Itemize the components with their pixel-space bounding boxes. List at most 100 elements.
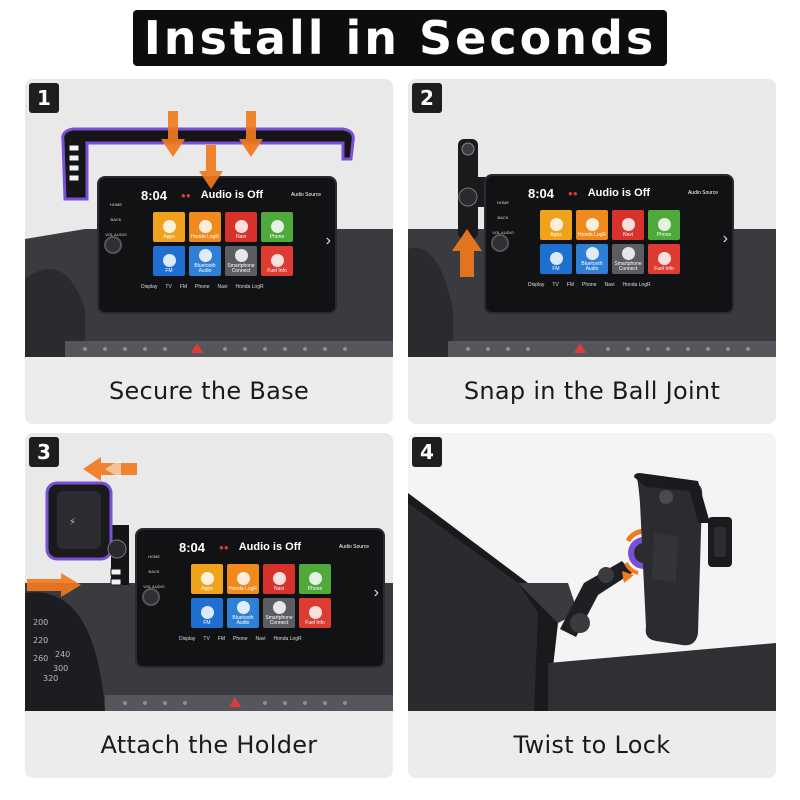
title-banner: Install in Seconds [133, 10, 667, 66]
back-label: BACK [148, 569, 160, 574]
app-tile: Apps [191, 564, 223, 594]
bluetooth-icon [236, 601, 250, 614]
app-tile: FM [191, 598, 223, 628]
fuel-icon [308, 606, 322, 619]
step-caption-band: Snap in the Ball Joint [408, 357, 776, 424]
audio-status: Audio is Off [200, 189, 264, 201]
app-tile: Apps [153, 212, 185, 242]
audio-source: Audio Source [687, 190, 718, 196]
audio-source: Audio Source [290, 192, 321, 198]
step-4-illustration [408, 433, 776, 711]
app-tile: Honda LogR [227, 564, 259, 594]
app-grid: Apps Honda LogR Navi Phone FM Bluetooth … [191, 564, 369, 628]
speedo-tick: 200 [33, 618, 48, 627]
step-number-badge: 1 [29, 83, 59, 113]
app-tile: Apps [540, 210, 572, 240]
wireless-charging-icon: ⚡ [69, 517, 76, 528]
speedo-tick: 220 [33, 636, 48, 645]
back-label: BACK [110, 217, 122, 222]
volume-knob [491, 234, 509, 252]
vol-label: VOL AUDIO [492, 230, 514, 235]
step-number-badge: 2 [412, 83, 442, 113]
up-arrow-icon [452, 229, 482, 277]
back-label: BACK [497, 215, 509, 220]
bluetooth-icon [585, 247, 599, 260]
infotainment-screen: HOME BACK VOL AUDIO 8:04 ●● Audio is Off… [97, 176, 337, 314]
step-number-badge: 4 [412, 437, 442, 467]
home-label: HOME [148, 554, 160, 559]
app-grid: Apps Honda LogR Navi Phone FM Bluetooth … [153, 212, 321, 276]
phone-icon [270, 220, 284, 233]
app-tile: Fuel Info [648, 244, 680, 274]
step-panel-3: 200 220 240 260 300 320 ⚡ [25, 433, 393, 778]
app-tile: Bluetooth Audio [576, 244, 608, 274]
app-tile: Fuel Info [261, 246, 293, 276]
honda-logr-icon [585, 218, 599, 231]
screen-side-buttons: HOME BACK VOL AUDIO [141, 540, 167, 656]
app-tile: Navi [263, 564, 295, 594]
step-1-illustration: HOME BACK VOL AUDIO 8:04 ●● Audio is Off… [25, 79, 393, 357]
fm-icon [200, 606, 214, 619]
apps-icon [200, 572, 214, 585]
step-3-illustration: 200 220 240 260 300 320 ⚡ [25, 433, 393, 711]
step-caption: Snap in the Ball Joint [463, 376, 721, 405]
bluetooth-icon [198, 249, 212, 262]
down-arrows-icon [161, 111, 263, 189]
app-tile: Fuel Info [299, 598, 331, 628]
infotainment-screen: HOME BACK VOL AUDIO 8:04 ●● Audio is Off… [484, 174, 734, 314]
step-2-illustration: HOME BACK VOL AUDIO 8:04 ●● Audio is Off… [408, 79, 776, 357]
app-tile: Phone [261, 212, 293, 242]
vol-label: VOL AUDIO [105, 232, 127, 237]
app-tile: Honda LogR [189, 212, 221, 242]
navi-icon [272, 572, 286, 585]
chevron-right-icon: › [722, 230, 728, 247]
app-tile: Navi [612, 210, 644, 240]
clock: 8:04 [179, 539, 206, 555]
audio-source: Audio Source [338, 544, 369, 550]
app-tile: Phone [648, 210, 680, 240]
fuel-icon [270, 254, 284, 267]
app-tile: Bluetooth Audio [227, 598, 259, 628]
home-label: HOME [110, 202, 122, 207]
smartphone-icon [621, 247, 635, 260]
honda-logr-icon [198, 220, 212, 233]
app-tile: Smartphone Connect [263, 598, 295, 628]
signal-icon: ●● [219, 542, 229, 552]
step-caption: Secure the Base [108, 376, 310, 405]
chevron-right-icon: › [373, 584, 379, 601]
fuel-icon [657, 252, 671, 265]
smartphone-icon [234, 249, 248, 262]
step-panel-2: HOME BACK VOL AUDIO 8:04 ●● Audio is Off… [408, 79, 776, 424]
speedo-tick: 320 [43, 674, 58, 683]
clock: 8:04 [528, 185, 555, 201]
fm-icon [549, 252, 563, 265]
speedo-tick: 240 [55, 650, 70, 659]
signal-icon: ●● [568, 188, 578, 198]
audio-status: Audio is Off [238, 541, 302, 553]
apps-icon [162, 220, 176, 233]
honda-logr-icon [236, 572, 250, 585]
app-tile: FM [153, 246, 185, 276]
fm-icon [162, 254, 176, 267]
speedo-tick: 300 [53, 664, 68, 673]
infotainment-screen: HOME BACK VOL AUDIO 8:04 ●● Audio is Off… [135, 528, 385, 668]
smartphone-icon [272, 601, 286, 614]
app-tile: Navi [225, 212, 257, 242]
speedo-tick: 260 [33, 654, 48, 663]
app-tile: Smartphone Connect [225, 246, 257, 276]
app-grid: Apps Honda LogR Navi Phone FM Bluetooth … [540, 210, 718, 274]
left-arrows-icon [27, 457, 137, 597]
navi-icon [234, 220, 248, 233]
volume-knob [104, 236, 122, 254]
chevron-right-icon: › [325, 232, 331, 249]
step-panel-1: HOME BACK VOL AUDIO 8:04 ●● Audio is Off… [25, 79, 393, 424]
apps-icon [549, 218, 563, 231]
step-caption: Attach the Holder [100, 730, 318, 759]
navi-icon [621, 218, 635, 231]
step-number-badge: 3 [29, 437, 59, 467]
app-tile: FM [540, 244, 572, 274]
page-title: Install in Seconds [143, 11, 657, 65]
clock: 8:04 [141, 187, 168, 203]
